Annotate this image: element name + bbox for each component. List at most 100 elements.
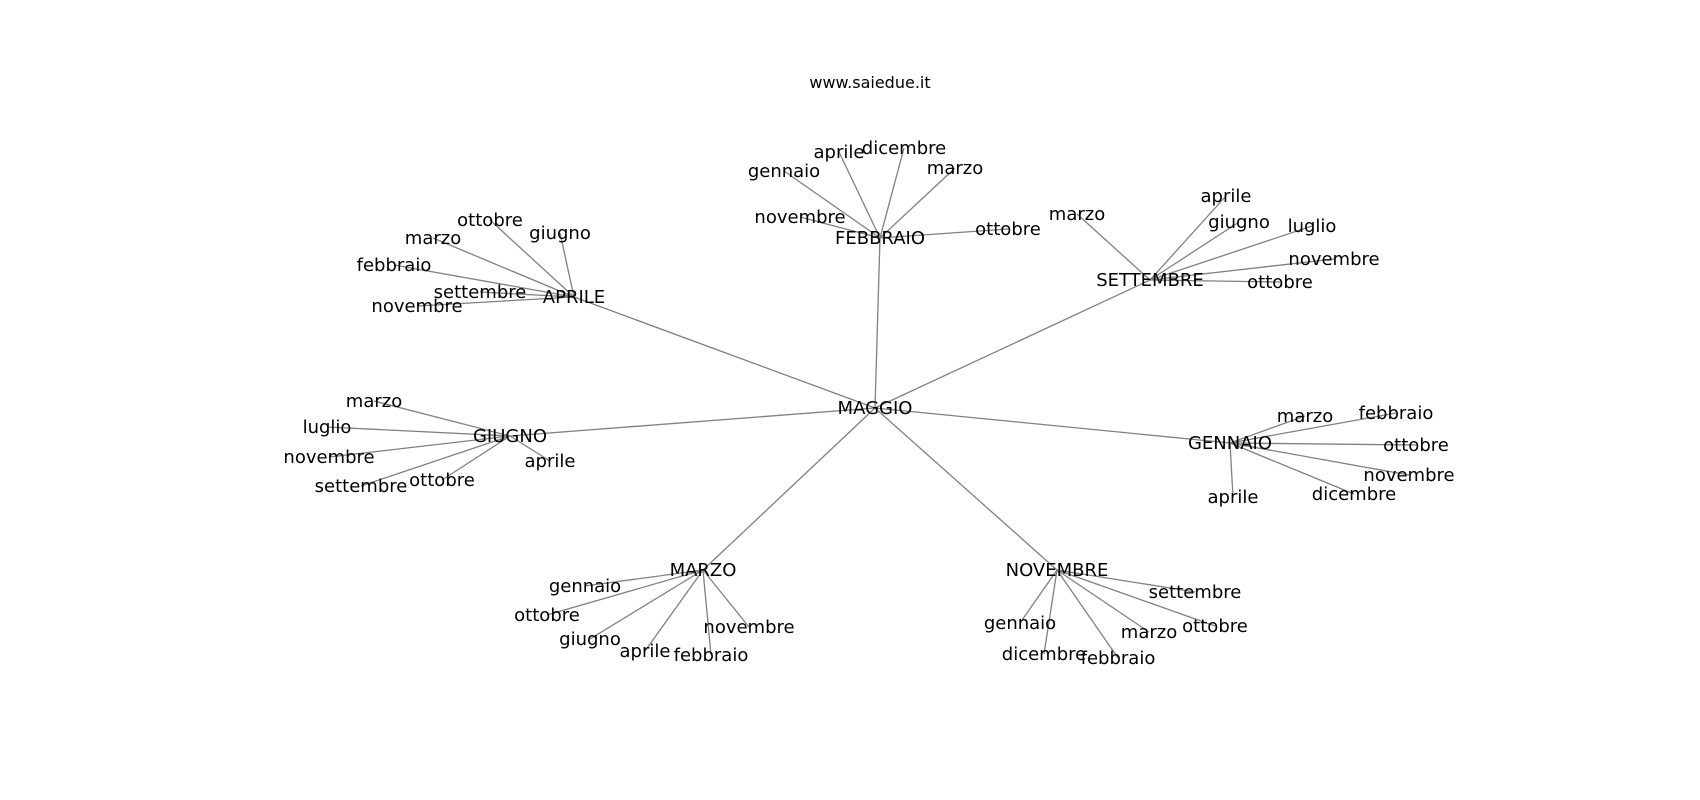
leaf-node-label: gennaio	[748, 161, 820, 182]
edge-novembre-marzo	[1056, 569, 1150, 633]
edge-febbraio-dicembre	[879, 147, 905, 239]
leaf-node-label: gennaio	[549, 576, 621, 597]
edge-root-gennaio	[874, 407, 1231, 444]
edge-aprile-ottobre	[489, 219, 575, 298]
edge-settembre-novembre	[1149, 258, 1335, 281]
edge-aprile-marzo	[432, 237, 575, 298]
leaf-node-label: marzo	[927, 158, 983, 179]
edge-giugno-luglio	[326, 426, 511, 437]
edge-settembre-luglio	[1149, 225, 1313, 281]
leaf-node-label: ottobre	[1247, 272, 1313, 293]
leaf-node-label: aprile	[1208, 487, 1259, 508]
leaf-node-label: aprile	[525, 451, 576, 472]
leaf-node-label: novembre	[703, 617, 794, 638]
leaf-node-label: aprile	[1201, 186, 1252, 207]
edge-root-febbraio	[874, 237, 881, 409]
edge-marzo-aprile	[644, 569, 704, 652]
edge-marzo-novembre	[702, 569, 750, 628]
leaf-node-label: novembre	[1288, 249, 1379, 270]
edge-gennaio-aprile	[1229, 442, 1234, 498]
hub-node-label: APRILE	[543, 287, 605, 308]
site-title: www.saiedue.it	[809, 73, 930, 92]
edge-gennaio-novembre	[1229, 442, 1410, 476]
leaf-node-label: ottobre	[1383, 435, 1449, 456]
edge-settembre-ottobre	[1149, 279, 1281, 283]
edge-aprile-febbraio	[393, 264, 575, 298]
edge-febbraio-novembre	[799, 216, 881, 239]
leaf-node-label: marzo	[346, 391, 402, 412]
leaf-node-label: settembre	[434, 282, 527, 303]
leaf-node-label: febbraio	[1359, 403, 1434, 424]
edge-root-giugno	[509, 407, 876, 437]
edge-gennaio-ottobre	[1229, 442, 1417, 446]
leaf-node-label: luglio	[1288, 216, 1337, 237]
leaf-node-label: novembre	[371, 296, 462, 317]
hub-node-label: GENNAIO	[1188, 433, 1272, 454]
leaf-node-label: ottobre	[1182, 616, 1248, 637]
edge-novembre-ottobre	[1056, 569, 1216, 627]
edge-giugno-aprile	[509, 435, 551, 462]
hub-node-label: FEBBRAIO	[835, 228, 925, 249]
root-node-label: MAGGIO	[838, 398, 913, 419]
leaf-node-label: giugno	[559, 629, 621, 650]
edge-root-marzo	[702, 407, 876, 571]
edge-febbraio-gennaio	[783, 170, 881, 239]
leaf-node-label: marzo	[1121, 622, 1177, 643]
leaf-node-label: novembre	[754, 207, 845, 228]
edge-marzo-febbraio	[702, 569, 712, 656]
edge-marzo-gennaio	[584, 569, 704, 587]
leaf-node-label: marzo	[405, 228, 461, 249]
leaf-node-label: novembre	[283, 447, 374, 468]
edge-gennaio-marzo	[1229, 415, 1306, 444]
leaf-node-label: ottobre	[457, 210, 523, 231]
leaf-node-label: settembre	[1149, 582, 1242, 603]
leaf-node-label: giugno	[1208, 212, 1270, 233]
edge-giugno-marzo	[373, 400, 511, 437]
leaf-node-label: febbraio	[674, 645, 749, 666]
leaf-node-label: aprile	[814, 142, 865, 163]
edge-root-novembre	[874, 407, 1058, 571]
edge-marzo-ottobre	[546, 569, 704, 616]
edge-gennaio-dicembre	[1229, 442, 1355, 495]
edge-novembre-settembre	[1056, 569, 1196, 593]
edge-settembre-giugno	[1149, 221, 1240, 281]
leaf-node-label: dicembre	[1002, 644, 1086, 665]
edge-febbraio-ottobre	[879, 228, 1009, 239]
leaf-node-label: marzo	[1277, 406, 1333, 427]
hub-node-label: GIUGNO	[473, 426, 547, 447]
leaf-node-label: dicembre	[862, 138, 946, 159]
edge-novembre-febbraio	[1056, 569, 1119, 659]
hub-node-label: NOVEMBRE	[1006, 560, 1109, 581]
edge-root-aprile	[573, 296, 876, 409]
edge-novembre-gennaio	[1019, 569, 1058, 624]
leaf-node-label: ottobre	[409, 470, 475, 491]
leaf-node-label: aprile	[620, 641, 671, 662]
leaf-node-label: febbraio	[1081, 648, 1156, 669]
edge-settembre-marzo	[1076, 213, 1151, 281]
leaf-node-label: marzo	[1049, 204, 1105, 225]
leaf-node-label: gennaio	[984, 613, 1056, 634]
edge-aprile-giugno	[559, 232, 575, 298]
edge-giugno-novembre	[328, 435, 511, 458]
edge-giugno-ottobre	[441, 435, 511, 481]
edge-settembre-aprile	[1149, 195, 1227, 281]
leaf-node-label: febbraio	[357, 255, 432, 276]
edge-layer	[326, 147, 1417, 659]
edge-root-settembre	[874, 279, 1151, 409]
edge-aprile-settembre	[479, 291, 575, 298]
edge-febbraio-aprile	[838, 151, 881, 239]
hub-node-label: SETTEMBRE	[1096, 270, 1204, 291]
leaf-node-label: giugno	[529, 223, 591, 244]
edge-gennaio-febbraio	[1229, 412, 1397, 444]
leaf-node-label: ottobre	[514, 605, 580, 626]
leaf-node-label: novembre	[1363, 465, 1454, 486]
hub-node-label: MARZO	[670, 560, 737, 581]
edge-febbraio-marzo	[879, 167, 956, 239]
edge-aprile-novembre	[416, 296, 575, 307]
edge-marzo-giugno	[589, 569, 704, 640]
leaf-node-label: dicembre	[1312, 484, 1396, 505]
label-layer: MAGGIOFEBBRAIOgennaioapriledicembremarzo…	[283, 138, 1454, 669]
leaf-node-label: luglio	[303, 417, 352, 438]
edge-giugno-settembre	[360, 435, 511, 487]
